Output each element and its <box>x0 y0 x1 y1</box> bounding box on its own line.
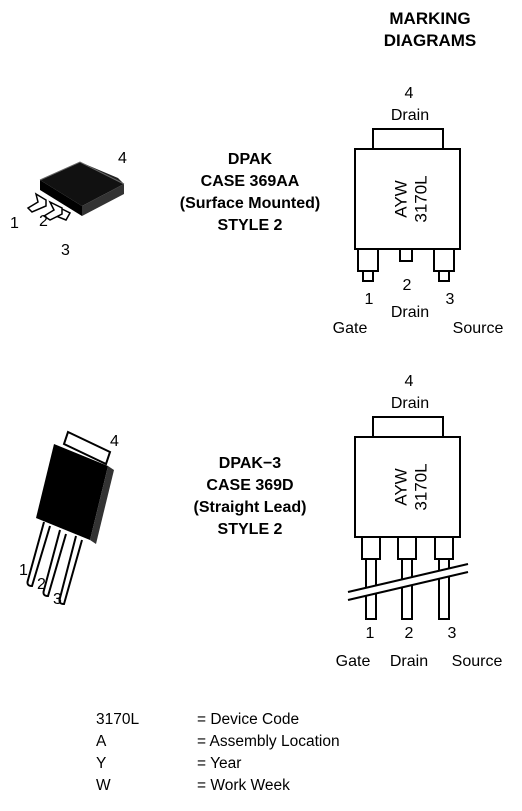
dpak3-package-image <box>26 430 114 606</box>
legend-desc: = Device Code <box>197 711 300 728</box>
dpak-package-image <box>26 161 125 221</box>
dpak-pin-3-name: Source <box>452 320 504 337</box>
dpak3-pin-3-number: 3 <box>447 625 457 642</box>
dpak3-package-info: DPAK−3 CASE 369D (Straight Lead) STYLE 2 <box>160 453 340 541</box>
header-line-2: DIAGRAMS <box>383 31 477 50</box>
dpak-pin-1-name: Gate <box>332 320 368 337</box>
dpak-mount-type: (Surface Mounted) <box>179 195 321 212</box>
legend-code: W <box>96 777 111 794</box>
dpak-marking-line-1: AYW <box>391 180 410 217</box>
legend-desc: = Assembly Location <box>197 733 340 750</box>
dpak-photo-pin-3: 3 <box>61 242 70 259</box>
dpak-tab-number: 4 <box>404 85 414 102</box>
dpak3-tab-number: 4 <box>404 373 414 390</box>
dpak3-marking-line-1: AYW <box>391 468 410 505</box>
dpak3-photo-pin-1: 1 <box>19 562 28 579</box>
dpak-pin-2-number: 2 <box>402 277 412 294</box>
header-line-1: MARKING <box>389 9 471 28</box>
dpak3-pin-3-name: Source <box>451 653 503 670</box>
dpak3-photo-pin-4: 4 <box>110 433 119 450</box>
legend-row: Y = Year <box>96 754 241 773</box>
dpak-photo-pin-2: 2 <box>39 213 48 230</box>
dpak3-marking-line-2: 3170L <box>411 463 430 510</box>
dpak3-lead-type: (Straight Lead) <box>193 499 307 516</box>
dpak-photo-pin-4: 4 <box>118 150 127 167</box>
dpak-photo-pin-1: 1 <box>10 215 19 232</box>
legend-code: 3170L <box>96 711 140 728</box>
dpak3-case: CASE 369D <box>206 477 294 494</box>
dpak3-name: DPAK−3 <box>218 455 282 472</box>
legend-code: A <box>96 733 107 750</box>
dpak3-photo-pin-3: 3 <box>53 591 62 608</box>
dpak-style: STYLE 2 <box>217 217 283 234</box>
dpak3-marking-diagram: AYW 3170L <box>347 416 469 620</box>
dpak-case: CASE 369AA <box>200 173 300 190</box>
dpak-marking-diagram: AYW 3170L <box>354 128 461 282</box>
legend-code: Y <box>96 755 107 772</box>
dpak-marking-line-2: 3170L <box>411 175 430 222</box>
dpak3-tab-label: Drain <box>390 395 430 412</box>
legend-row: 3170L = Device Code <box>96 710 299 729</box>
dpak-package-info: DPAK CASE 369AA (Surface Mounted) STYLE … <box>160 149 340 237</box>
dpak3-style: STYLE 2 <box>217 521 283 538</box>
dpak3-pin-2-number: 2 <box>404 625 414 642</box>
dpak3-photo-pin-2: 2 <box>37 576 46 593</box>
legend-row: A = Assembly Location <box>96 732 340 751</box>
legend-desc: = Work Week <box>197 777 290 794</box>
legend-row: W = Work Week <box>96 776 290 795</box>
legend-desc: = Year <box>197 755 242 772</box>
dpak3-pin-1-number: 1 <box>365 625 375 642</box>
dpak-name: DPAK <box>227 151 273 168</box>
marking-diagrams-header: MARKING DIAGRAMS <box>355 8 505 52</box>
dpak3-pin-1-name: Gate <box>335 653 371 670</box>
dpak-tab-label: Drain <box>390 107 430 124</box>
dpak3-pin-2-name: Drain <box>389 653 429 670</box>
dpak-pin-1-number: 1 <box>364 291 374 308</box>
dpak-pin-2-name: Drain <box>390 304 430 321</box>
dpak-pin-3-number: 3 <box>445 291 455 308</box>
